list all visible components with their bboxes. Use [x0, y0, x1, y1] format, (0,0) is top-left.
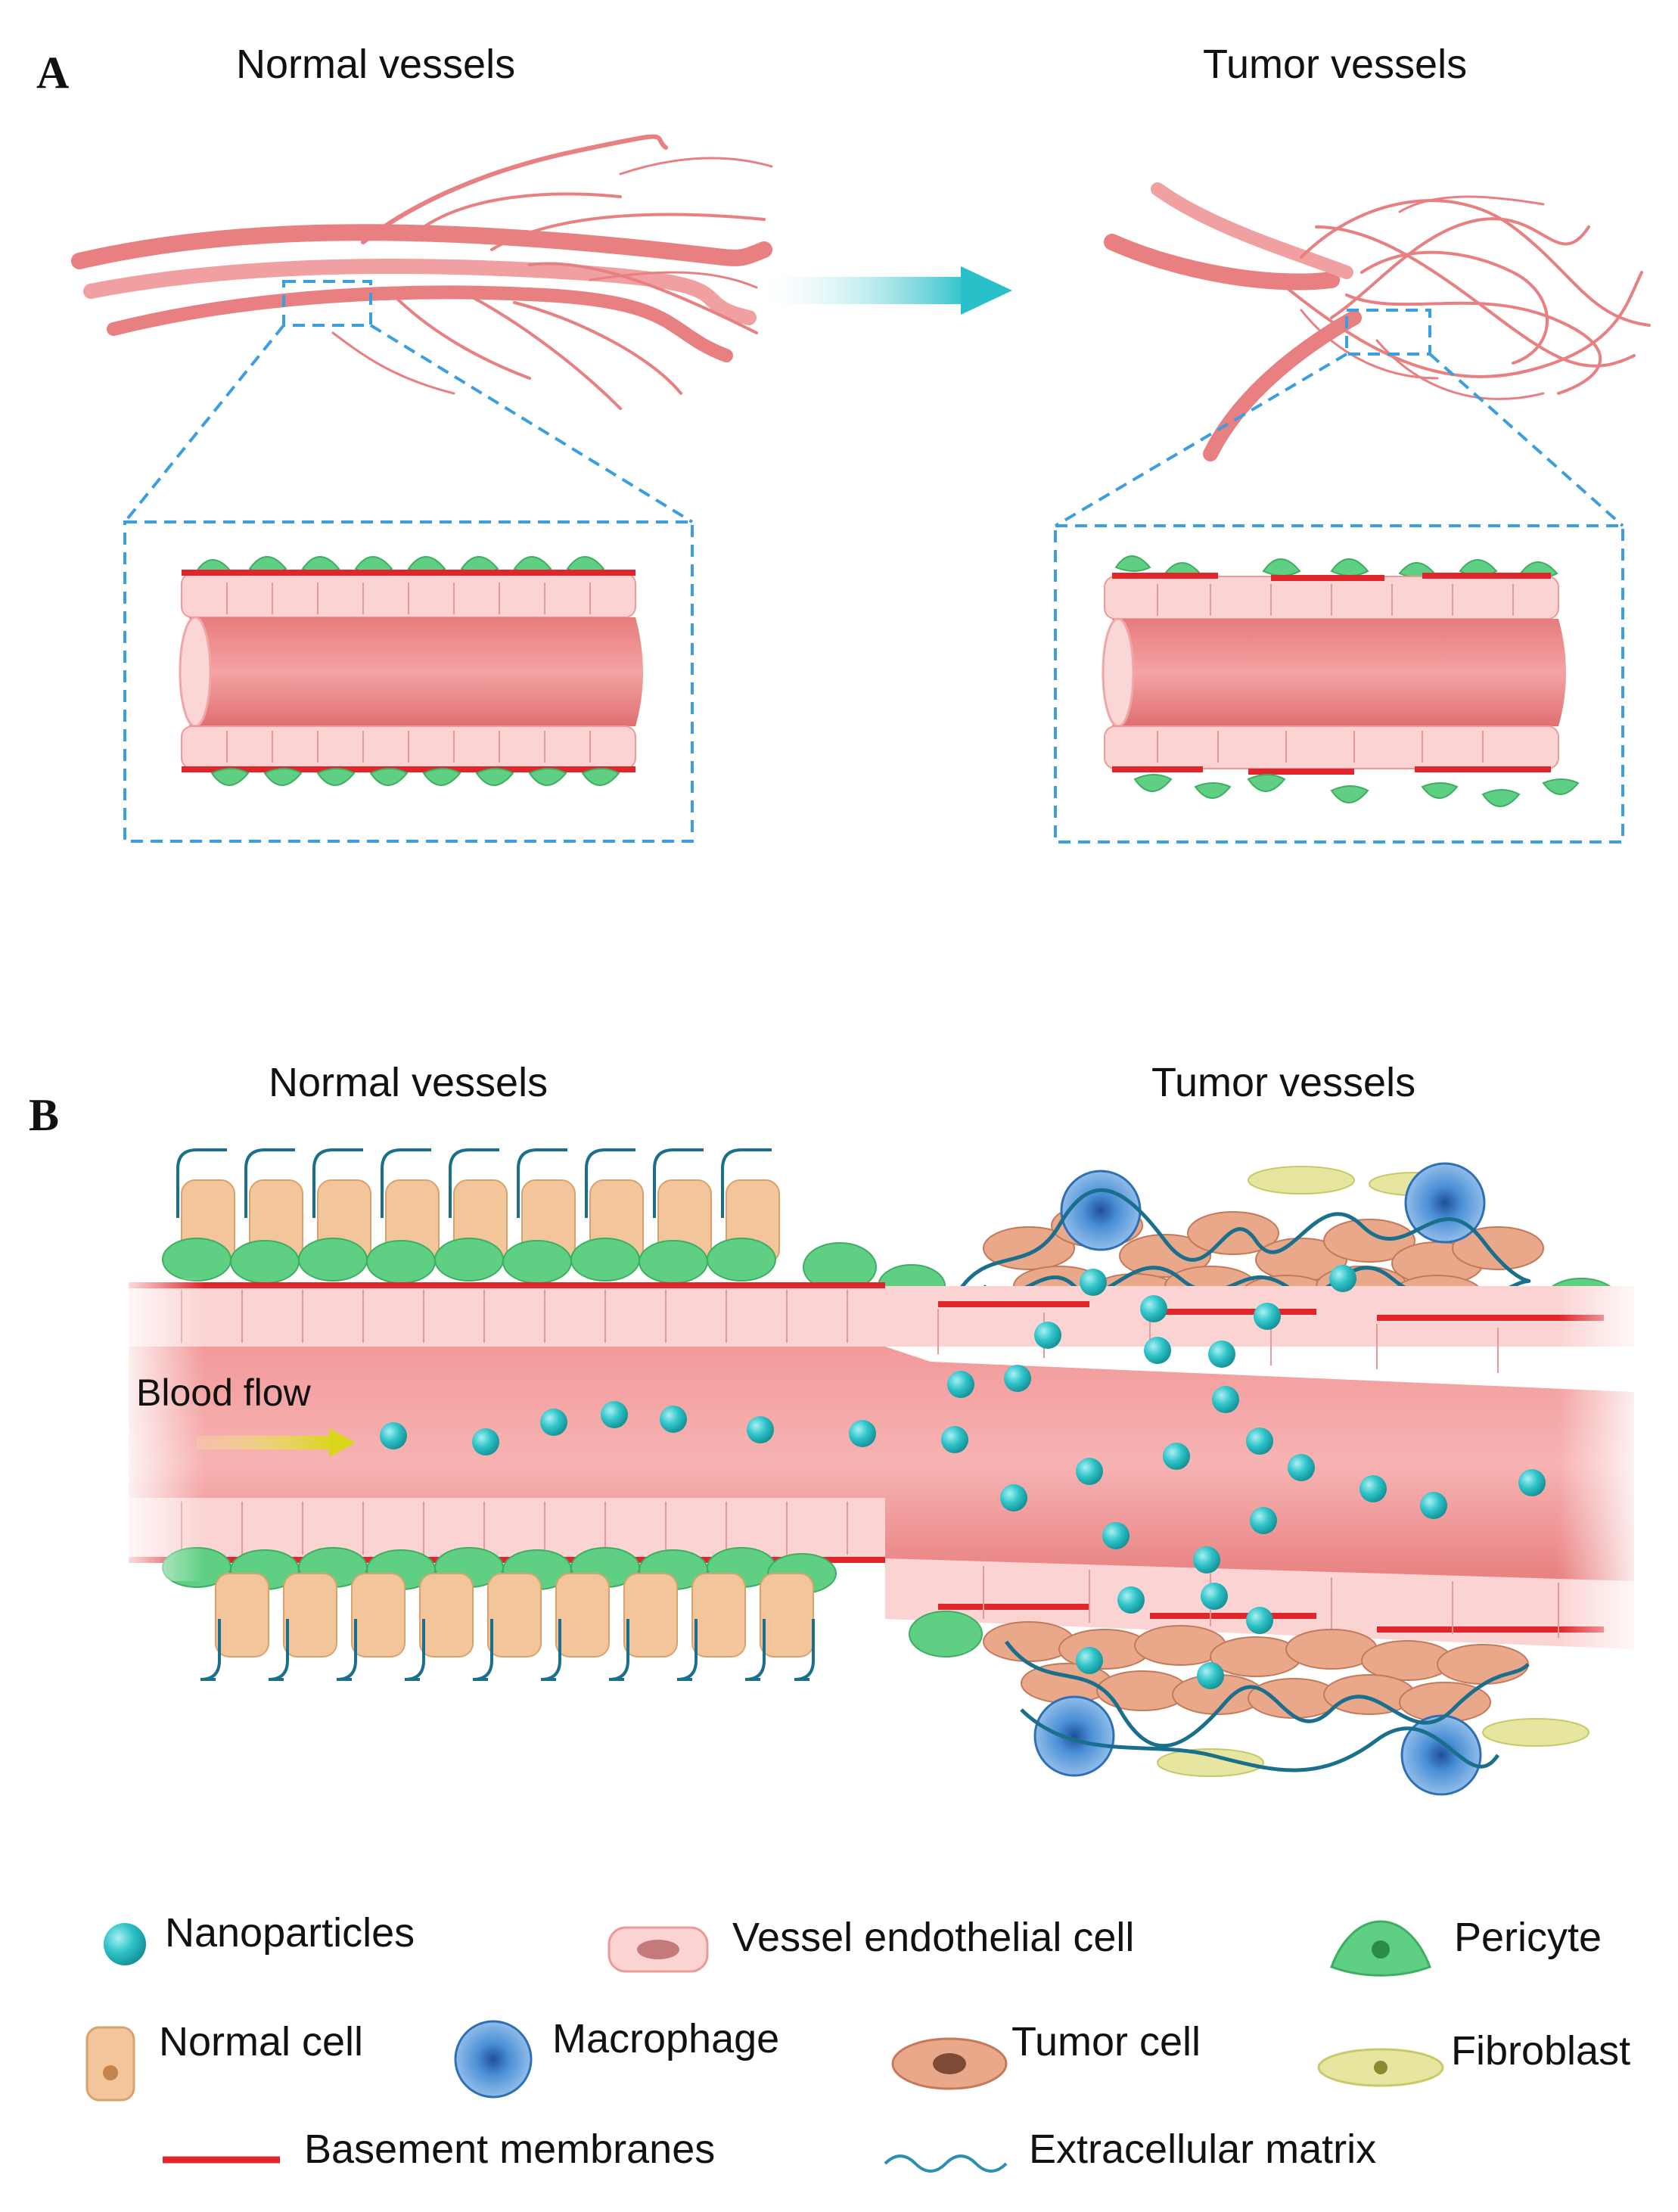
nanoparticle — [1201, 1583, 1228, 1610]
nanoparticle — [1193, 1546, 1220, 1574]
extracellular-matrix-top — [951, 1188, 1531, 1304]
nanoparticle — [1140, 1295, 1167, 1322]
legend-label-endothelial: Vessel endothelial cell — [732, 1915, 1135, 1960]
nanoparticle — [1076, 1458, 1103, 1485]
nanoparticle — [1004, 1365, 1031, 1392]
nanoparticle — [1254, 1303, 1281, 1330]
blood-flow-arrow — [197, 1428, 356, 1457]
tumor-vessel-section — [1102, 555, 1580, 807]
tumor-vessel-network — [1104, 182, 1651, 461]
legend-label-tumor-cell: Tumor cell — [1011, 2019, 1201, 2064]
pericyte-icon — [1330, 1920, 1431, 1977]
nanoparticle — [1288, 1454, 1315, 1481]
legend-label-fibroblast: Fibroblast — [1451, 2028, 1631, 2074]
nanoparticle — [1076, 1647, 1103, 1674]
nanoparticle — [941, 1426, 968, 1453]
nanoparticle — [540, 1409, 567, 1436]
nanoparticle — [1000, 1484, 1027, 1511]
nanoparticle — [660, 1406, 687, 1433]
nanoparticle — [947, 1371, 974, 1398]
zoom-indicator-normal — [123, 280, 694, 843]
fibroblast-icon — [1317, 2048, 1444, 2087]
legend-label-normal-cell: Normal cell — [159, 2019, 364, 2064]
panel-a-letter: A — [36, 48, 70, 98]
zoom-indicator-tumor — [1054, 309, 1624, 843]
macrophage-bottom — [1033, 1695, 1482, 1796]
nanoparticle — [1420, 1492, 1447, 1519]
nanoparticle — [1359, 1475, 1387, 1502]
nanoparticle — [472, 1428, 499, 1456]
nanoparticles-layer — [380, 1265, 1546, 1689]
nanoparticle — [1102, 1522, 1130, 1549]
panel-b-letter: B — [29, 1090, 60, 1140]
extracellular-matrix-icon — [884, 2155, 1008, 2173]
nanoparticle — [1144, 1337, 1171, 1364]
macrophage-icon — [454, 2020, 533, 2099]
normal-vessel-section — [179, 556, 643, 786]
nanoparticle — [1246, 1607, 1273, 1634]
legend-label-extracellular-matrix: Extracellular matrix — [1029, 2127, 1377, 2172]
nanoparticle — [1197, 1662, 1224, 1689]
legend-label-macrophage: Macrophage — [552, 2016, 780, 2061]
panel-a-normal-heading: Normal vessels — [236, 42, 516, 87]
tumor-cell-icon — [891, 2037, 1008, 2090]
panel-a-tumor-heading: Tumor vessels — [1203, 42, 1468, 87]
nanoparticle — [1080, 1269, 1107, 1296]
nanoparticle — [1163, 1443, 1190, 1470]
nanoparticle — [747, 1416, 774, 1443]
nanoparticle — [1117, 1586, 1145, 1614]
panel-b-vessel — [113, 1148, 1649, 1796]
nanoparticle — [1208, 1341, 1235, 1368]
nanoparticle — [1329, 1265, 1356, 1292]
normal-vessel-network — [71, 134, 773, 410]
nanoparticle — [1034, 1322, 1061, 1349]
progression-arrow — [749, 266, 1012, 315]
nanoparticle — [380, 1422, 407, 1449]
panel-b-tumor-heading: Tumor vessels — [1151, 1060, 1416, 1105]
normal-cell-icon — [85, 2026, 135, 2102]
nanoparticle — [1246, 1428, 1273, 1455]
extracellular-matrix-bottom — [1004, 1640, 1530, 1772]
blood-flow-label: Blood flow — [136, 1372, 311, 1414]
nanoparticle — [1212, 1386, 1239, 1413]
nanoparticle-icon — [104, 1923, 146, 1965]
nanoparticle — [1250, 1507, 1277, 1534]
nanoparticle — [849, 1420, 876, 1447]
endothelial-cell-icon — [607, 1926, 709, 1973]
legend-label-pericyte: Pericyte — [1454, 1915, 1602, 1960]
legend-label-nanoparticles: Nanoparticles — [165, 1910, 415, 1956]
panel-b-normal-heading: Normal vessels — [269, 1060, 548, 1105]
legend-icons — [85, 1920, 1444, 2173]
nanoparticle — [601, 1401, 628, 1428]
nanoparticle — [1518, 1469, 1546, 1496]
legend-label-basement-membranes: Basement membranes — [304, 2127, 716, 2172]
